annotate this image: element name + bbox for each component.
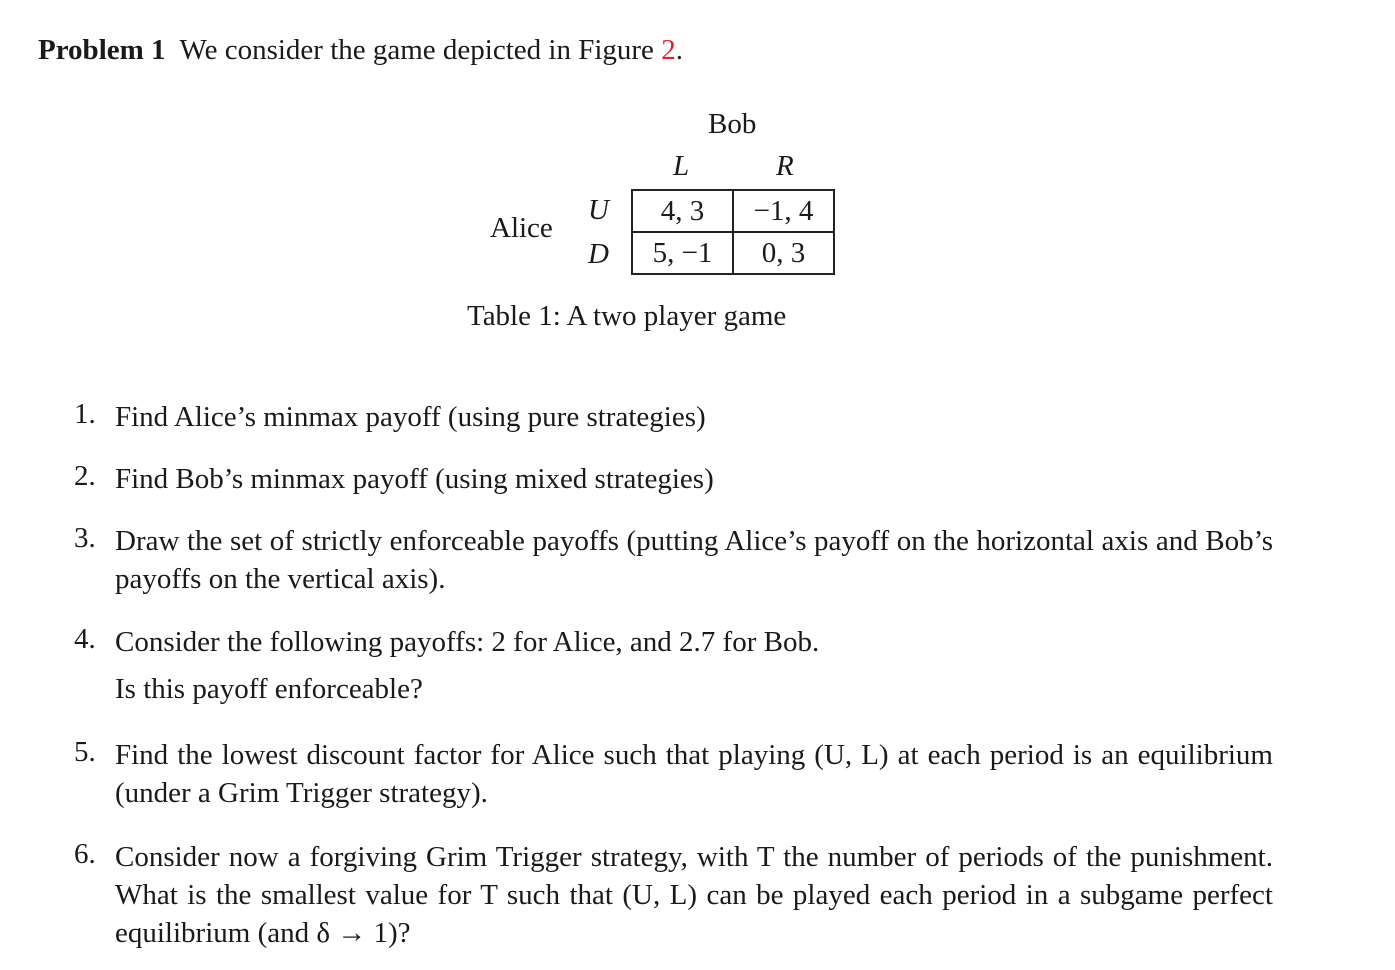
question-number: 6. <box>74 838 96 870</box>
payoff-cell-d-l: 5, −1 <box>631 231 734 275</box>
question-text: Find the lowest discount factor for Alic… <box>115 739 1273 809</box>
payoff-table: 4, 3 −1, 4 5, −1 0, 3 <box>631 189 835 275</box>
table-row-d: 5, −1 0, 3 <box>631 231 835 275</box>
problem-header: Problem 1 We consider the game depicted i… <box>38 34 683 67</box>
payoff-cell-u-l: 4, 3 <box>631 189 734 233</box>
payoff-cell-d-r: 0, 3 <box>732 231 835 275</box>
question-number: 3. <box>74 522 96 554</box>
table-row-u: 4, 3 −1, 4 <box>631 189 835 233</box>
question-subtext: Is this payoff enforceable? <box>115 673 423 705</box>
strategy-label-u: U <box>588 194 609 226</box>
table-caption: Table 1: A two player game <box>467 300 787 332</box>
question-text: Draw the set of strictly enforceable pay… <box>115 525 1273 595</box>
figure-reference-link[interactable]: 2 <box>661 34 676 66</box>
question-text: Consider the following payoffs: 2 for Al… <box>115 626 820 658</box>
question-number: 5. <box>74 736 96 768</box>
question-number: 2. <box>74 460 96 492</box>
column-player-name: Bob <box>708 108 757 140</box>
problem-intro-period: . <box>675 34 683 66</box>
problem-label: Problem 1 <box>38 34 166 66</box>
payoff-cell-u-r: −1, 4 <box>732 189 835 233</box>
strategy-label-l: L <box>673 150 690 182</box>
question-number: 4. <box>74 623 96 655</box>
question-text: Find Bob’s minmax payoff (using mixed st… <box>115 463 714 495</box>
strategy-label-d: D <box>588 238 609 270</box>
question-number: 1. <box>74 398 96 430</box>
question-text: Find Alice’s minmax payoff (using pure s… <box>115 401 706 433</box>
strategy-label-r: R <box>776 150 794 182</box>
row-player-name: Alice <box>490 212 553 244</box>
question-text: Consider now a forgiving Grim Trigger st… <box>115 841 1273 949</box>
problem-intro-text: We consider the game depicted in Figure <box>179 34 662 66</box>
